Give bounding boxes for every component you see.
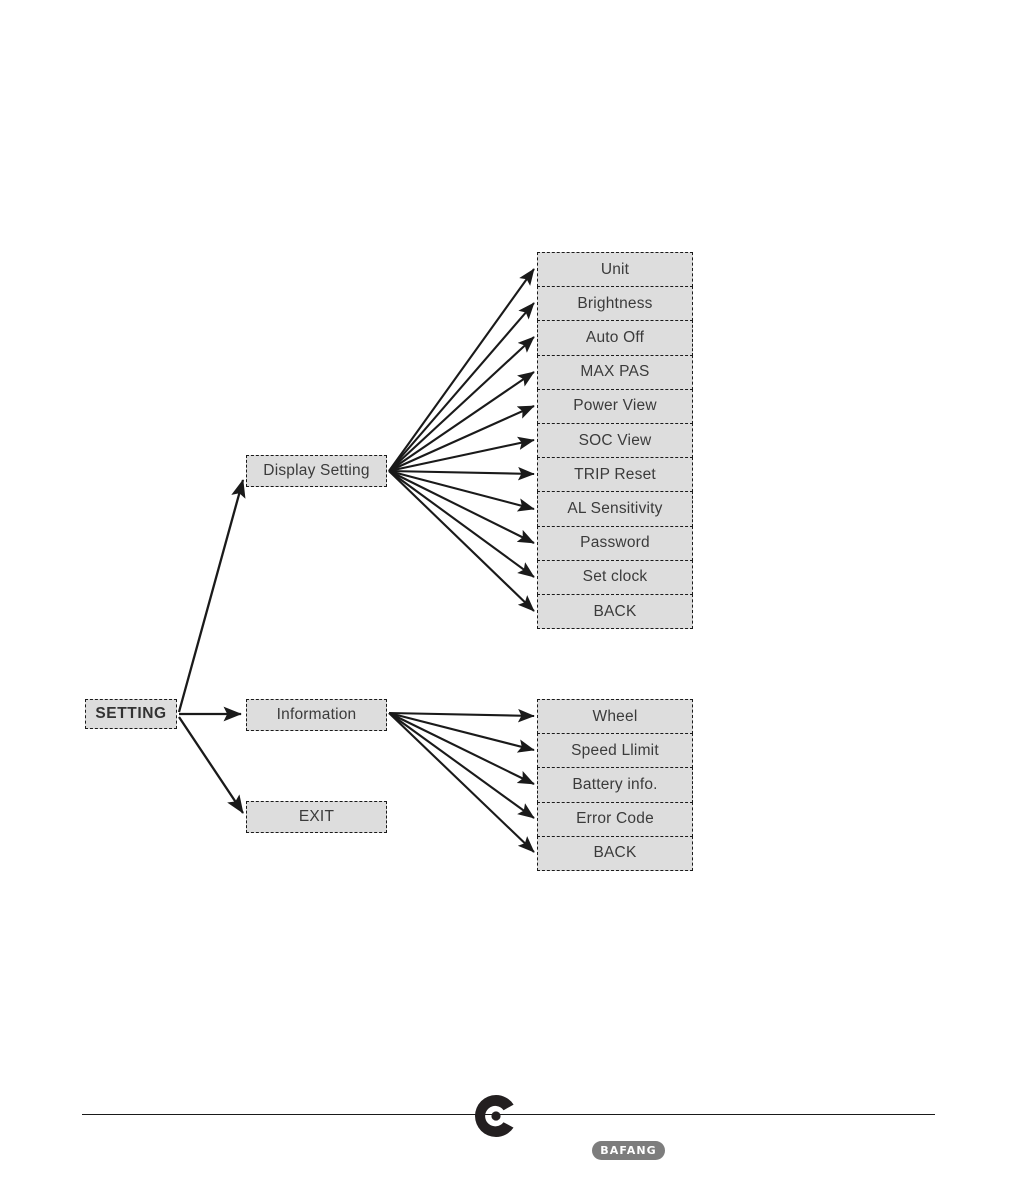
node-information[interactable]: Information bbox=[246, 699, 387, 731]
display-setting-fan-arrows bbox=[388, 268, 535, 612]
menu-item[interactable]: SOC View bbox=[537, 423, 693, 459]
menu-item[interactable]: BACK bbox=[537, 835, 693, 871]
menu-item[interactable]: Unit bbox=[537, 252, 693, 288]
menu-item[interactable]: Error Code bbox=[537, 801, 693, 837]
menu-item[interactable]: Wheel bbox=[537, 699, 693, 735]
information-fan-arrows bbox=[388, 708, 535, 853]
root-branch-arrows bbox=[177, 479, 246, 814]
footer-divider bbox=[82, 1114, 935, 1115]
menu-item[interactable]: Brightness bbox=[537, 286, 693, 322]
bafang-c-logo-icon bbox=[473, 1093, 519, 1139]
menu-item[interactable]: AL Sensitivity bbox=[537, 491, 693, 527]
menu-item[interactable]: Password bbox=[537, 525, 693, 561]
node-exit[interactable]: EXIT bbox=[246, 801, 387, 833]
node-setting[interactable]: SETTING bbox=[85, 699, 177, 729]
menu-item[interactable]: BACK bbox=[537, 594, 693, 630]
menu-item[interactable]: Power View bbox=[537, 388, 693, 424]
node-display-setting[interactable]: Display Setting bbox=[246, 455, 387, 487]
menu-item[interactable]: MAX PAS bbox=[537, 354, 693, 390]
menu-item[interactable]: Auto Off bbox=[537, 320, 693, 356]
menu-item[interactable]: Speed Llimit bbox=[537, 733, 693, 769]
bafang-brand-badge: BAFANG bbox=[592, 1141, 665, 1160]
menu-item[interactable]: TRIP Reset bbox=[537, 457, 693, 493]
menu-item[interactable]: Set clock bbox=[537, 559, 693, 595]
menu-item[interactable]: Battery info. bbox=[537, 767, 693, 803]
